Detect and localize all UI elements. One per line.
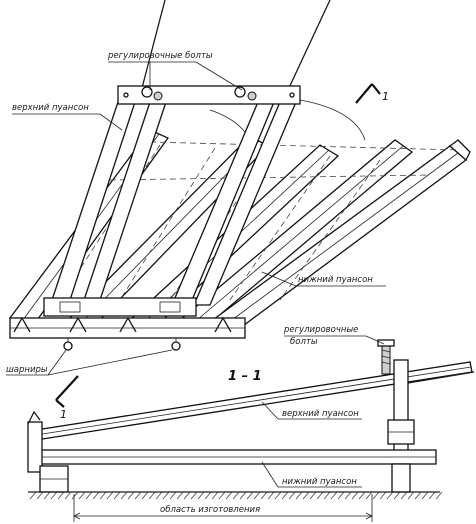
ground-hatch-mark [274,491,282,500]
ground-hatch-mark [400,491,408,500]
ground-hatch-mark [435,491,443,500]
ground-hatch-mark [393,491,401,500]
ground-hatch-mark [302,491,310,500]
rotation-arc [299,99,366,141]
ground-hatch-mark [386,491,394,500]
ground-hatch-mark [414,491,422,500]
ground-hatch-mark [64,491,72,500]
ground-hatch-mark [204,491,212,500]
ground-hatch-mark [351,491,359,500]
ground-hatch-mark [183,491,191,500]
label-adjusting-bolts-side-2: болты [290,337,318,347]
section-title: 1 – 1 [228,369,262,384]
ground-hatch-mark [71,491,79,500]
ground-hatch-mark [428,491,436,500]
ground-hatch-mark [85,491,93,500]
label-upper-punch-top: верхний пуансон [12,103,89,113]
ground-hatch-mark [155,491,163,500]
section-marker-left-text: 1 [60,408,67,421]
ground-hatch-mark [260,491,268,500]
ground-hatch-mark [218,491,226,500]
ground-hatch-mark [120,491,128,500]
section-marker-left: 1 [55,375,79,421]
ground-hatch-mark [29,491,37,500]
ground-hatch-mark [344,491,352,500]
ground-hatch [29,491,443,500]
ground-hatch-mark [225,491,233,500]
label-lower-punch-top: нижний пуансон [298,275,373,285]
side-left-bracket [27,421,43,473]
ground-hatch-mark [162,491,170,500]
ground-hatch-mark [57,491,65,500]
ground-hatch-mark [309,491,317,500]
side-bolt-icon [377,339,395,375]
side-view: 1 – 1 1 [27,325,475,522]
ground-hatch-mark [78,491,86,500]
label-manufacturing-area: область изготовления [160,505,260,515]
ground-hatch-mark [337,491,345,500]
ground-hatch-mark [365,491,373,500]
label-adjusting-bolts-side-1: регулировочные [283,325,358,335]
ground-hatch-mark [99,491,107,500]
ground-hatch-mark [281,491,289,500]
ground-hatch-mark [232,491,240,500]
ground-hatch-mark [92,491,100,500]
section-marker-top-text: 1 [382,90,389,103]
bottom-crossbeam [43,297,197,317]
ground-hatch-mark [323,491,331,500]
ground-hatch-mark [197,491,205,500]
ground-hatch-mark [379,491,387,500]
ground-hatch-mark [43,491,51,500]
ground-hatch-mark [141,491,149,500]
ground-hatch-mark [288,491,296,500]
upper-punch-frame [51,101,297,306]
cable-right [287,0,331,91]
ground-hatch-mark [148,491,156,500]
section-marker-top: 1 [355,83,389,104]
ground-hatch-mark [176,491,184,500]
ground-hatch-mark [295,491,303,500]
ground-hatch-mark [190,491,198,500]
ground-hatch-mark [330,491,338,500]
label-upper-punch-side: верхний пуансон [282,409,359,419]
ground-hatch-mark [211,491,219,500]
bolt-icon [123,86,295,101]
ground-hatch-mark [253,491,261,500]
ground-hatch-mark [169,491,177,500]
label-hinges: шарниры [6,365,48,375]
cable-left [141,0,166,89]
ground-hatch-mark [316,491,324,500]
ground-hatch-mark [246,491,254,500]
ground-hatch-mark [50,491,58,500]
hinge-icon [63,338,181,351]
ground-hatch-mark [239,491,247,500]
label-adjusting-bolts-top: регулировочные болты [107,51,213,61]
ground-hatch-mark [358,491,366,500]
label-lower-punch-side: нижний пуансон [282,477,357,487]
ground-hatch-mark [372,491,380,500]
ground-hatch-mark [127,491,135,500]
ground-hatch-mark [407,491,415,500]
ground-hatch-mark [36,491,44,500]
ground-hatch-mark [421,491,429,500]
ground-hatch-mark [113,491,121,500]
ground-hatch-mark [134,491,142,500]
ground-hatch-mark [106,491,114,500]
top-view: 1 регулировочные болты верхний пуансон н… [6,0,471,376]
ground-hatch-mark [267,491,275,500]
